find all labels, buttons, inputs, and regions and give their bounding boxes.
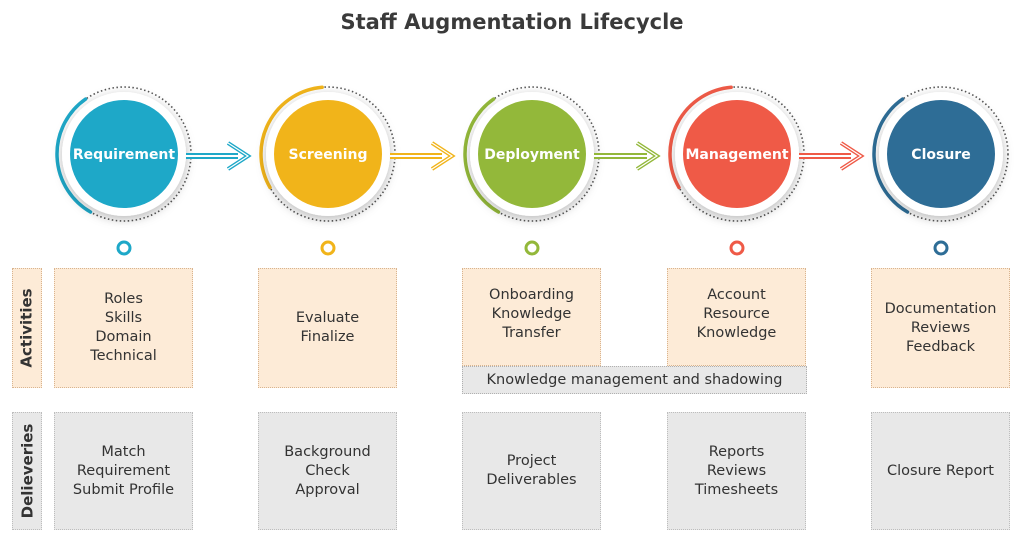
stage-label-deployment: Deployment (484, 147, 580, 163)
stage-circle (683, 100, 791, 208)
deliverable-box-closure: Closure Report (871, 412, 1010, 530)
arrow-head-inner (840, 142, 863, 170)
stage-accent-arc (55, 97, 93, 214)
box-line: Domain (95, 329, 152, 345)
stage-deployment: Deployment (463, 86, 600, 222)
shared-activity-bar: Knowledge management and shadowing (462, 366, 807, 394)
stage-label-screening: Screening (288, 147, 367, 163)
arrow-head-inner (636, 142, 659, 170)
stage-label-management: Management (685, 147, 788, 163)
box-line: Reviews (910, 319, 971, 336)
stage-circle (478, 100, 586, 208)
stage-circle (70, 100, 178, 208)
timeline-node-screening (320, 240, 336, 256)
arrow-icon (799, 141, 865, 171)
stage-circle (887, 100, 995, 208)
box-line: Reports (708, 443, 765, 460)
box-line: Closure Report (886, 462, 994, 479)
stage-circle (274, 100, 382, 208)
box-line: Background (284, 443, 371, 460)
timeline-node-deployment (524, 240, 540, 256)
box-line: Account (707, 286, 766, 303)
box-line: Evaluate (295, 310, 360, 326)
box-line: Roles (104, 291, 143, 307)
box-line: Approval (295, 481, 360, 498)
stage-requirement: Requirement (55, 86, 192, 222)
arrow-icon (594, 141, 661, 171)
box-line: Knowledge (696, 324, 777, 341)
stage-closure: Closure (872, 86, 1009, 222)
box-line: Requirement (76, 462, 171, 479)
box-line: Resource (703, 305, 770, 322)
box-line: Project (506, 453, 557, 469)
box-line: Knowledge (491, 305, 572, 322)
box-line: Technical (90, 348, 157, 364)
activities-row-label: Activities (12, 268, 42, 388)
box-line: Check (305, 462, 350, 479)
box-line: Skills (104, 310, 143, 326)
box-line: Onboarding (489, 286, 574, 303)
box-line: Documentation (884, 300, 997, 317)
stage-label-closure: Closure (911, 147, 970, 163)
stage-management: Management (668, 85, 805, 222)
arrow-head-inner (431, 142, 454, 170)
deliverables-row-label: Delieveries (12, 412, 42, 530)
stage-screening: Screening (259, 85, 396, 222)
box-line: Timesheets (694, 481, 779, 498)
stage-dotted-ring (873, 86, 1009, 222)
diagram-title: Staff Augmentation Lifecycle (340, 10, 684, 34)
box-line: Reviews (706, 462, 767, 479)
box-line: Transfer (502, 324, 561, 341)
box-line: Feedback (905, 338, 976, 355)
timeline-node-closure (933, 240, 949, 256)
timeline-node-management (729, 240, 745, 256)
arrow-icon (390, 141, 456, 171)
arrow-head-inner (227, 142, 250, 170)
box-line: Deliverables (486, 472, 577, 488)
timeline-node-requirement (116, 240, 132, 256)
arrow-icon (186, 141, 252, 171)
box-line: Finalize (300, 329, 355, 345)
stage-accent-arc (668, 85, 733, 190)
stage-accent-arc (259, 85, 324, 190)
stage-accent-arc (872, 97, 910, 214)
deliverables-row-text: Delieveries (18, 423, 36, 519)
stage-accent-arc (463, 97, 501, 214)
stage-label-requirement: Requirement (73, 147, 176, 163)
box-line: Submit Profile (72, 481, 175, 498)
activities-row-text: Activities (18, 288, 36, 368)
box-line: Match (101, 443, 146, 460)
